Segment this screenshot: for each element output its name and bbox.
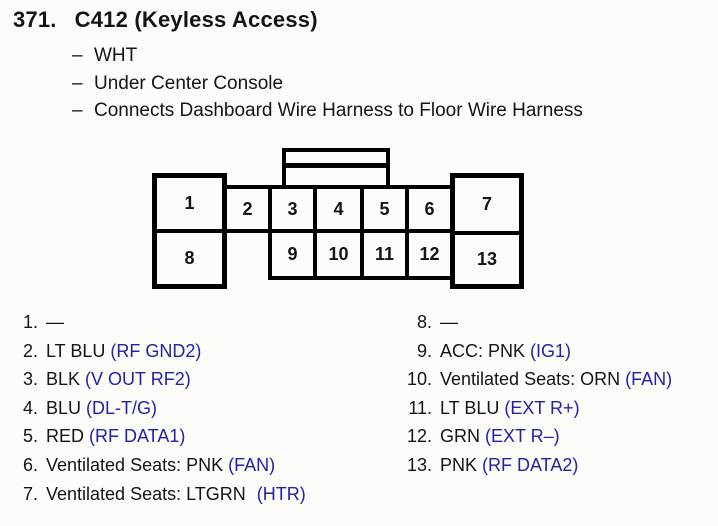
pin-cell-7: 7 (455, 178, 519, 231)
dash-bullet: – (72, 100, 83, 121)
pin-signal-label: (FAN) (625, 369, 673, 390)
pin-row-12: 12. GRN (EXT R–) (376, 426, 672, 455)
cavity-divider (157, 229, 222, 233)
pin-cell-12: 12 (405, 229, 454, 280)
pin-number: 6. (22, 454, 38, 475)
pin-wire-label: RED (46, 426, 85, 447)
pin-row-3: 3. BLK (V OUT RF2) (18, 369, 306, 398)
pin-number: 3. (22, 369, 38, 390)
pin-wire-label: Ventilated Seats: PNK (46, 454, 224, 475)
detail-line-function: – Connects Dashboard Wire Harness to Flo… (72, 97, 583, 125)
pin-wire-label: BLU (46, 397, 82, 418)
pin-number: 2. (22, 340, 38, 361)
pin-number-label: 7 (481, 194, 492, 214)
pin-cell-5: 5 (360, 185, 409, 233)
pin-wire-label: Ventilated Seats: LTGRN (46, 483, 246, 504)
pin-signal-label: (RF DATA2) (482, 454, 579, 475)
pin-row-7: 7. Ventilated Seats: LTGRN (HTR) (18, 484, 306, 513)
pin-row-1: 1. — (18, 312, 306, 341)
pin-wire-label: — (440, 312, 458, 332)
pin-row-11: 11. LT BLU (EXT R+) (376, 398, 672, 427)
page-title: 371. C412 (Keyless Access) (13, 7, 318, 33)
pin-signal-label: (EXT R–) (485, 426, 560, 447)
pin-cell-11: 11 (360, 229, 409, 280)
pin-signal-label: (EXT R+) (504, 397, 580, 418)
pin-number: 9. (416, 340, 432, 361)
pin-cell-1-8: 1 8 (152, 173, 227, 289)
pin-wire-label: Ventilated Seats: ORN (440, 369, 621, 390)
pin-number: 7. (22, 483, 38, 504)
pin-signal-label: (V OUT RF2) (85, 369, 191, 390)
pin-number-label: 3 (287, 198, 298, 219)
pin-wire-label: LT BLU (440, 397, 500, 418)
pin-wire-label: BLK (46, 369, 81, 390)
pin-number-label: 4 (333, 198, 344, 219)
pin-cell-10: 10 (313, 229, 364, 280)
detail-line-location: – Under Center Console (72, 70, 583, 98)
pin-cell-9: 9 (268, 229, 317, 280)
detail-text: Connects Dashboard Wire Harness to Floor… (94, 100, 583, 121)
pin-row-8: 8. — (376, 312, 672, 341)
pin-signal-label: (HTR) (256, 483, 306, 504)
pin-number: 10. (406, 369, 432, 390)
pin-list-right: 8. — 9. ACC: PNK (IG1) 10. Ventilated Se… (376, 312, 672, 484)
pin-signal-label: (IG1) (530, 340, 572, 361)
pin-signal-label: (DL-T/G) (86, 397, 158, 418)
detail-line-color: – WHT (72, 42, 583, 70)
pin-wire-label: GRN (440, 426, 480, 447)
pin-number: 11. (408, 397, 432, 418)
pin-signal-label: (RF DATA1) (89, 426, 186, 447)
pin-cell-6: 6 (405, 185, 454, 233)
pin-number: 4. (22, 397, 38, 418)
pin-wire-label: ACC: PNK (440, 340, 526, 361)
dash-bullet: – (72, 45, 83, 66)
pin-cell-4: 4 (313, 185, 364, 233)
connector-title: C412 (Keyless Access) (74, 7, 318, 32)
pin-wire-label: PNK (440, 454, 478, 475)
pin-signal-label: (RF GND2) (110, 340, 202, 361)
pin-cell-2: 2 (223, 185, 272, 233)
pin-signal-label: (FAN) (228, 454, 276, 475)
pin-list-left: 1. — 2. LT BLU (RF GND2) 3. BLK (V OUT R… (18, 312, 306, 512)
pin-number: 13. (406, 454, 432, 475)
pin-row-6: 6. Ventilated Seats: PNK (FAN) (18, 455, 306, 484)
pin-number-label: 11 (374, 244, 395, 264)
entry-number: 371. (13, 7, 57, 32)
pin-cell-7-13: 7 13 (450, 173, 524, 289)
pin-number-label: 9 (287, 244, 298, 264)
pin-cell-3: 3 (268, 185, 317, 233)
dash-bullet: – (72, 72, 83, 94)
pin-number-label: 8 (184, 248, 195, 268)
latch-inner-line (286, 163, 386, 168)
pin-row-9: 9. ACC: PNK (IG1) (376, 341, 672, 370)
detail-text: Under Center Console (94, 72, 284, 94)
pin-number-label: 10 (328, 244, 349, 264)
pin-number-label: 5 (379, 198, 390, 219)
pin-number: 12. (406, 426, 432, 447)
pin-number: 5. (22, 426, 38, 447)
pin-wire-label: — (46, 312, 64, 332)
pin-number: 1. (22, 312, 38, 332)
connector-details: – WHT – Under Center Console – Connects … (72, 42, 583, 125)
pin-number-label: 13 (476, 249, 498, 269)
pin-cell-8: 8 (157, 233, 222, 284)
connector-latch (282, 148, 390, 189)
pin-cell-1: 1 (157, 178, 222, 229)
pin-number-label: 12 (419, 244, 440, 264)
pin-number-label: 6 (424, 198, 435, 219)
pin-row-10: 10. Ventilated Seats: ORN (FAN) (376, 369, 672, 398)
pin-number-label: 2 (242, 198, 253, 219)
pin-cell-13: 13 (455, 235, 519, 284)
pin-row-13: 13. PNK (RF DATA2) (376, 455, 672, 484)
detail-text: WHT (94, 45, 138, 66)
pin-number: 8. (416, 312, 432, 332)
cavity-divider (455, 231, 519, 235)
pin-row-5: 5. RED (RF DATA1) (18, 426, 306, 455)
pin-number-label: 1 (184, 193, 195, 213)
pin-row-4: 4. BLU (DL-T/G) (18, 398, 306, 427)
pin-wire-label: LT BLU (46, 340, 106, 361)
pin-row-2: 2. LT BLU (RF GND2) (18, 341, 306, 370)
